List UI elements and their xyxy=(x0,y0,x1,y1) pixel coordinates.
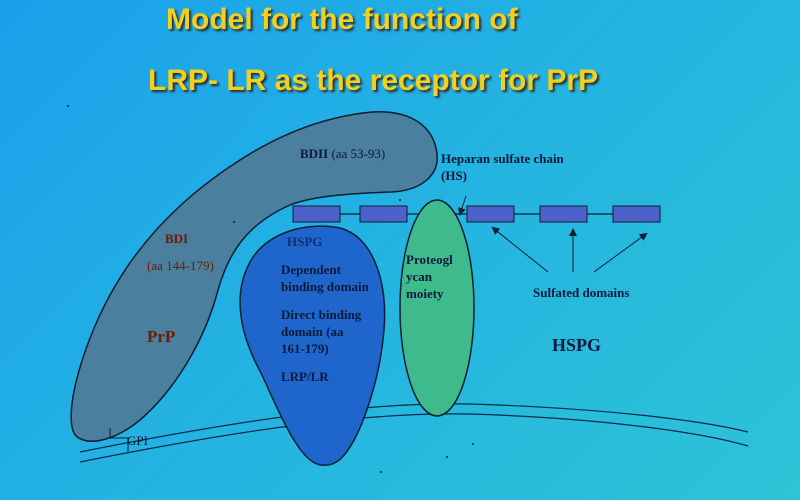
heparan-label-line-2: (HS) xyxy=(441,168,467,183)
proteoglycan-label-line-1: Proteogl xyxy=(406,252,453,267)
lrp-lr-shape xyxy=(239,225,386,466)
direct-label-line-1: Direct binding xyxy=(281,307,362,322)
direct-label-line-2: domain (aa xyxy=(281,324,344,339)
speck xyxy=(446,456,448,458)
prp-label: PrP xyxy=(147,327,176,346)
gpi-label: GPI xyxy=(127,433,148,448)
membrane-line-lower xyxy=(79,413,749,463)
proteoglycan-label-line-2: ycan xyxy=(406,269,432,284)
bdii-label: BDII (aa 53-93) xyxy=(300,145,385,162)
lrp-lr-label: LRP/LR xyxy=(281,369,329,384)
bdii-name: BDII xyxy=(300,146,329,161)
heparan-arrow xyxy=(458,195,467,216)
proteoglycan-shape xyxy=(399,199,475,417)
title-line-1: Model for the function of xyxy=(166,3,518,36)
hspg-large-label: HSPG xyxy=(552,335,602,355)
title-line-2: LRP- LR as the receptor for PrP xyxy=(148,64,599,97)
bdi-range: (aa 144-179) xyxy=(147,258,214,273)
direct-label-line-3: 161-179) xyxy=(281,341,329,356)
sulfated-box xyxy=(359,205,408,223)
sulfated-arrow-left xyxy=(491,226,549,273)
dependent-label-line-1: Dependent xyxy=(281,262,341,277)
speck xyxy=(67,105,69,107)
sulfated-box xyxy=(612,205,661,223)
hspg-small-label: HSPG xyxy=(287,234,323,249)
speck xyxy=(380,471,382,473)
prp-shape xyxy=(70,111,438,442)
bdi-label: BDI xyxy=(165,231,189,246)
sulfated-box xyxy=(466,205,515,223)
speck xyxy=(233,221,235,223)
heparan-label-line-1: Heparan sulfate chain xyxy=(441,151,564,166)
bdii-range: (aa 53-93) xyxy=(331,146,386,161)
speck xyxy=(399,199,401,201)
sulfated-arrow-right xyxy=(593,232,648,273)
dependent-label-line-2: binding domain xyxy=(281,279,369,294)
sulfated-box xyxy=(292,205,341,223)
membrane-line-upper xyxy=(79,403,749,453)
gpi-anchor xyxy=(109,428,129,452)
sulfated-box xyxy=(539,205,588,223)
sulfated-domains-label: Sulfated domains xyxy=(533,285,630,300)
speck xyxy=(472,443,474,445)
proteoglycan-label-line-3: moiety xyxy=(406,286,444,301)
